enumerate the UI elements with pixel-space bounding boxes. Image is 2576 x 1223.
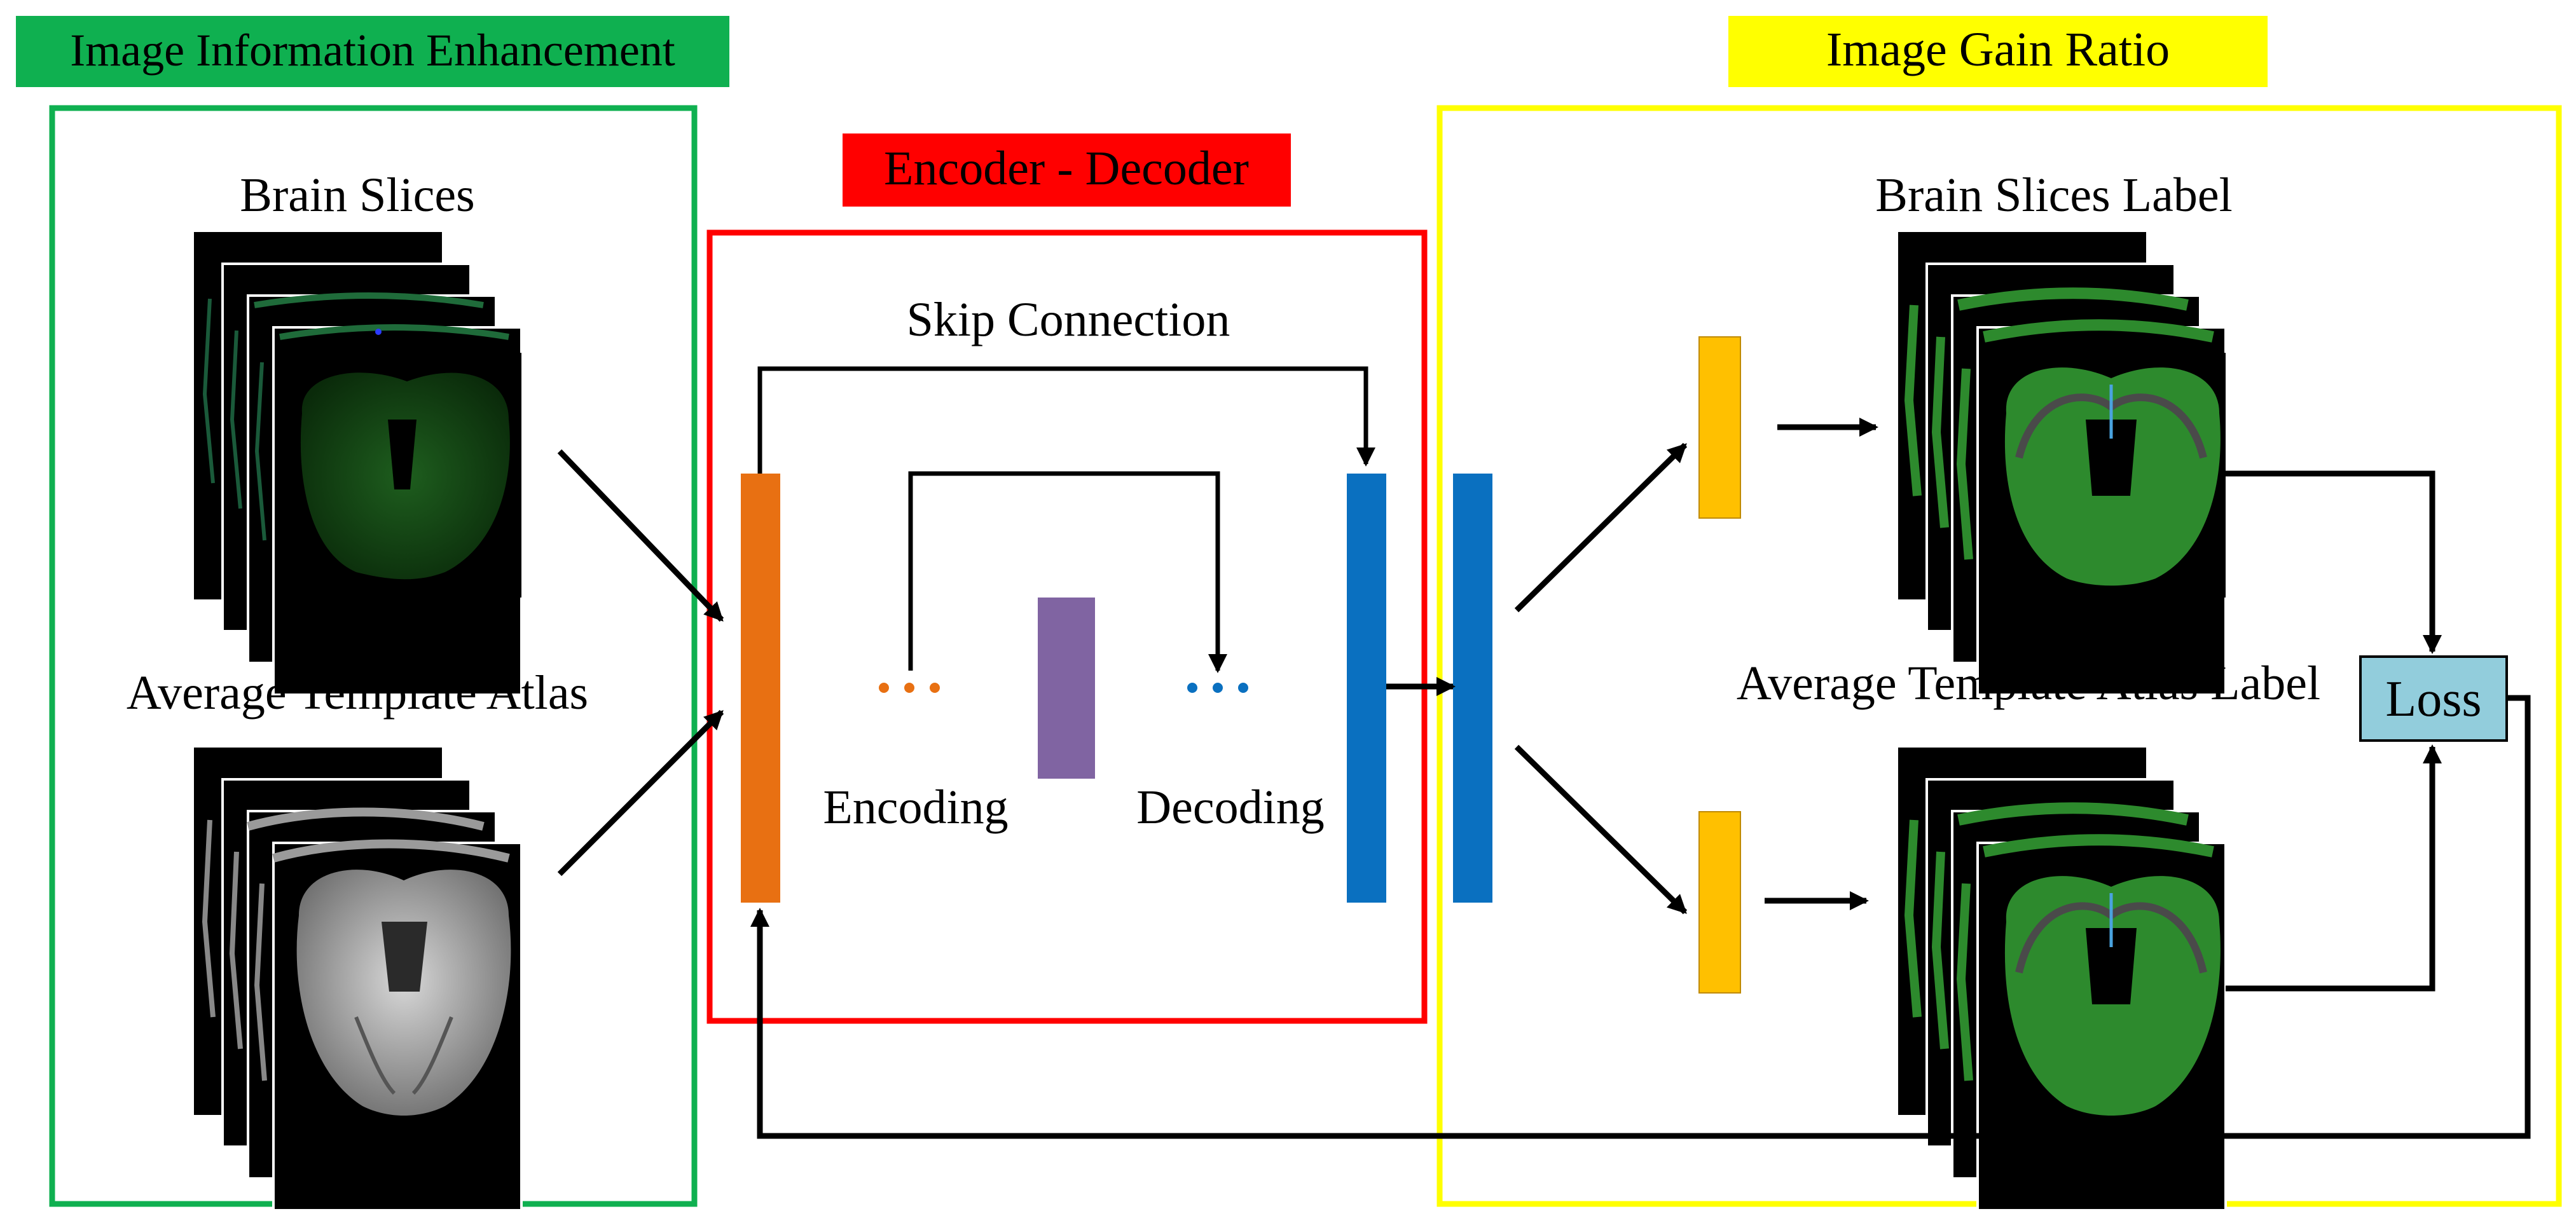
output-head-bottom: [1698, 811, 1741, 994]
arrow-loss-feedback-to-encoder: [750, 695, 2531, 1139]
encoding-dots-icon: [879, 683, 940, 693]
output-block: [1453, 474, 1492, 903]
gain-ratio-section: Image Gain Ratio Brain Slices Label Aver…: [1436, 16, 2562, 1212]
bottleneck-block: [1038, 598, 1095, 779]
segmented-label-stack-top-icon: [1898, 232, 2227, 696]
encoder-block: [741, 474, 780, 903]
loss-box: [2359, 655, 2508, 742]
average-template-atlas-label-title: Average Template Atlas Label: [1737, 657, 2320, 710]
enhancement-title: Image Information Enhancement: [70, 25, 675, 76]
decoding-dots-icon: [1187, 683, 1248, 693]
grayscale-atlas-stack-icon: [194, 748, 523, 1212]
arrow-output-to-head-top: [1514, 442, 1688, 613]
arrow-output-to-head-bottom: [1514, 744, 1688, 915]
loss-label: Loss: [2385, 671, 2481, 727]
gain-ratio-title-bg: [1728, 16, 2268, 87]
arrow-label-top-to-loss: [2226, 470, 2442, 654]
enhancement-title-bg: [16, 16, 729, 87]
fluorescent-brain-slice-stack-icon: [194, 232, 523, 696]
encoder-decoder-section: Encoder - Decoder Skip Connection Encodi…: [706, 133, 1428, 1024]
connector-arrows: [557, 418, 2531, 1139]
decoder-block: [1347, 474, 1386, 903]
arrow-atlas-to-encoder: [557, 709, 724, 877]
encoder-decoder-title-bg: [843, 133, 1291, 207]
average-template-atlas-title: Average Template Atlas: [127, 666, 588, 720]
arrow-slices-to-encoder: [557, 449, 724, 622]
output-head-top: [1698, 336, 1741, 519]
inner-skip-connection-arrow: [908, 471, 1227, 673]
skip-connection-label: Skip Connection: [907, 293, 1230, 346]
encoding-label: Encoding: [823, 781, 1008, 834]
gain-ratio-title: Image Gain Ratio: [1826, 23, 2170, 76]
encoder-decoder-title: Encoder - Decoder: [884, 142, 1249, 195]
segmented-label-stack-bottom-icon: [1898, 748, 2227, 1212]
arrow-label-bottom-to-loss: [2226, 744, 2442, 992]
brain-slices-title: Brain Slices: [240, 168, 474, 222]
enhancement-section: Image Information Enhancement Brain Slic…: [16, 16, 729, 1212]
outer-skip-connection-arrow: [757, 366, 1375, 474]
decoding-label: Decoding: [1136, 781, 1324, 834]
encoder-decoder-frame: [706, 229, 1428, 1024]
brain-slices-label-title: Brain Slices Label: [1875, 168, 2232, 222]
